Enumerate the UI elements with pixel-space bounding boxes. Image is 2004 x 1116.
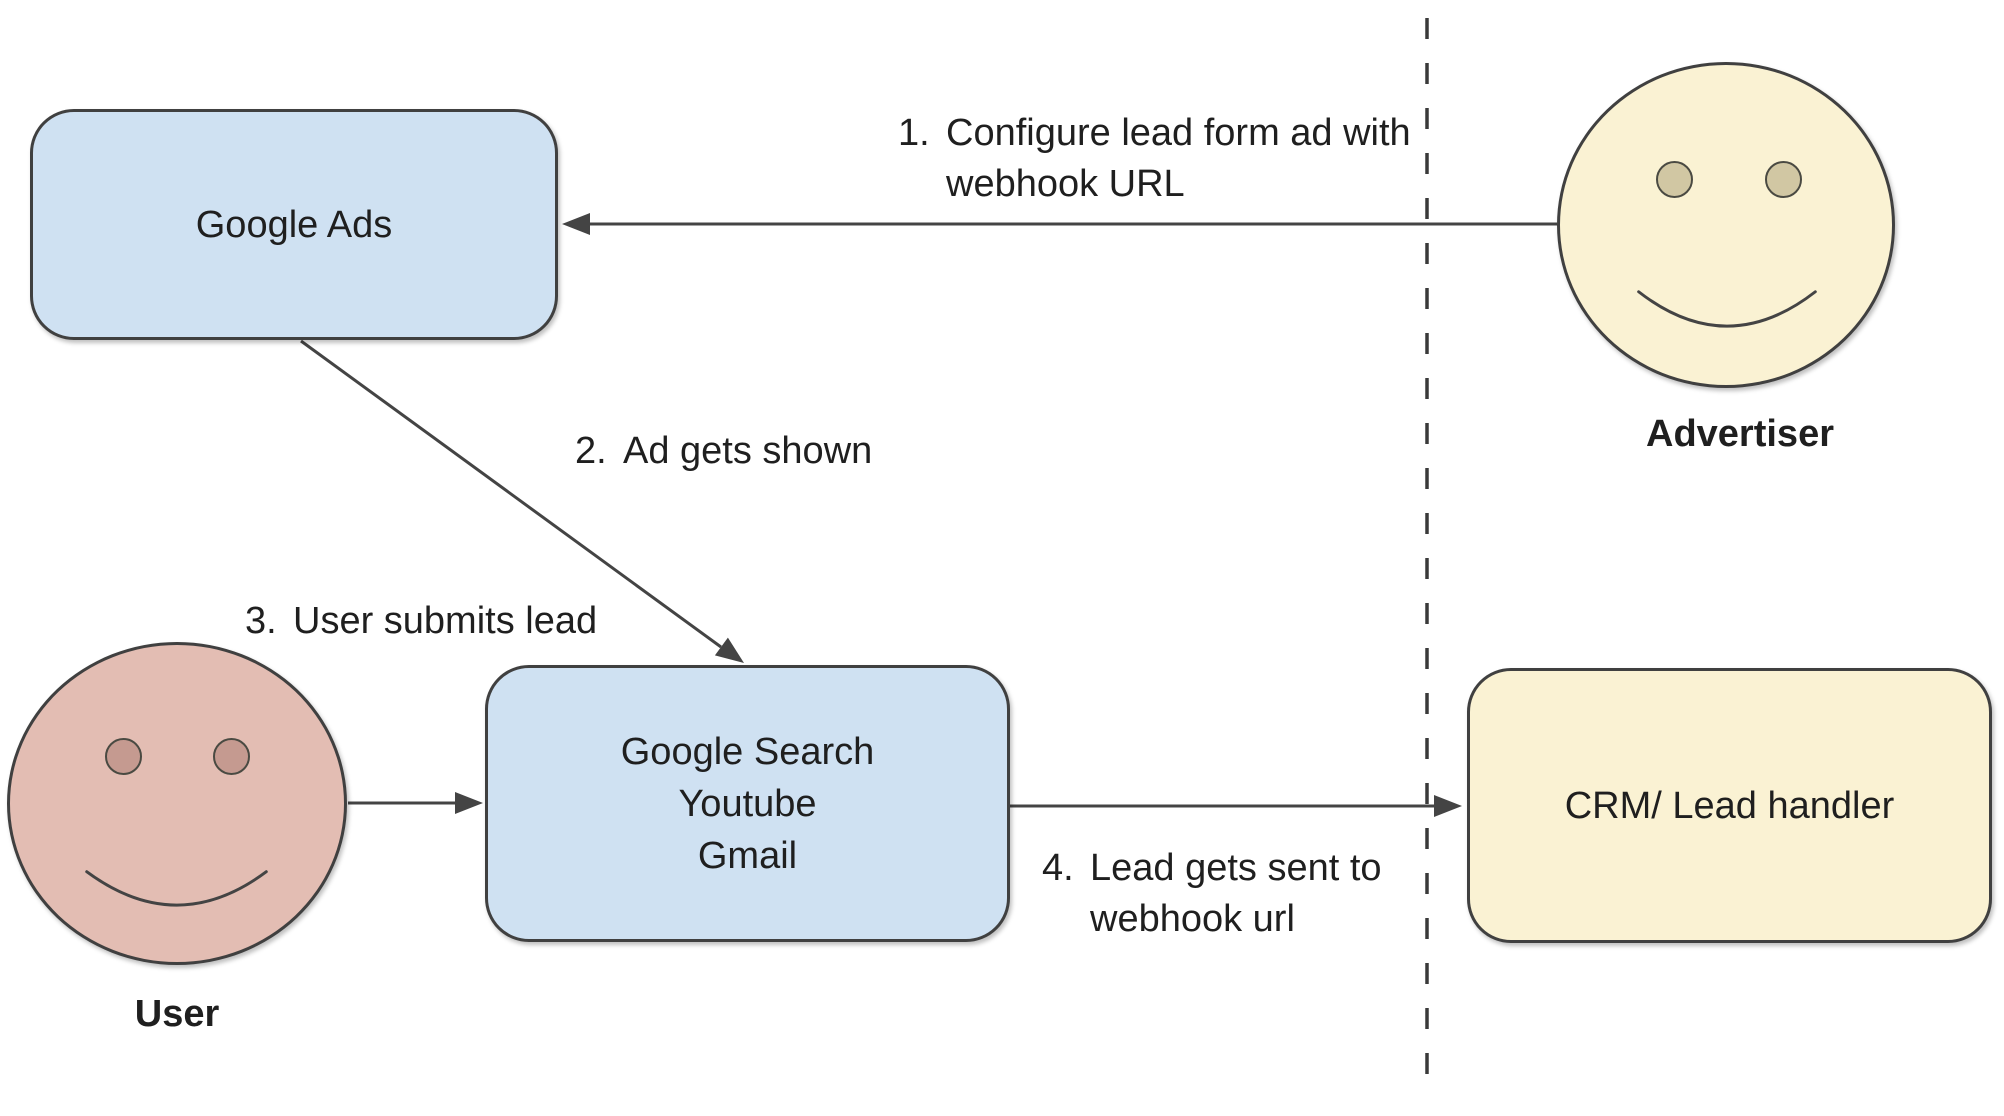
- user-face-icon: [7, 642, 347, 965]
- advertiser-left-eye-icon: [1656, 161, 1693, 198]
- step-3-number: 3.: [245, 600, 277, 642]
- step-2-label: 2. Ad gets shown: [575, 426, 872, 477]
- user-right-eye-icon: [213, 738, 250, 775]
- step-3-label: 3. User submits lead: [245, 596, 597, 647]
- node-google-surfaces-label: Google Search Youtube Gmail: [621, 726, 875, 882]
- arrow-2-head: [714, 637, 744, 663]
- user-label: User: [134, 993, 220, 1035]
- advertiser-face-icon: [1557, 62, 1895, 388]
- node-google-ads-label: Google Ads: [195, 203, 393, 246]
- node-google-surfaces: Google Search Youtube Gmail: [485, 665, 1010, 942]
- surfaces-line-3: Gmail: [697, 834, 798, 877]
- arrow-1-head: [562, 213, 590, 235]
- step-2-number: 2.: [575, 430, 607, 472]
- step-2-text: Ad gets shown: [623, 430, 873, 472]
- node-google-ads: Google Ads: [30, 109, 558, 340]
- surfaces-line-1: Google Search: [620, 730, 875, 773]
- step-1-label: 1. Configure lead form ad with webhook U…: [898, 108, 1411, 210]
- step-4-number: 4.: [1042, 847, 1074, 889]
- node-crm-label: CRM/ Lead handler: [1564, 784, 1895, 827]
- surfaces-line-2: Youtube: [678, 782, 817, 825]
- step-1-number: 1.: [898, 112, 930, 154]
- node-crm-lead-handler: CRM/ Lead handler: [1467, 668, 1992, 943]
- arrow-4-head: [1434, 795, 1462, 817]
- user-smile-icon: [85, 870, 268, 907]
- arrow-2-line: [300, 339, 722, 649]
- step-4-text: Lead gets sent to webhook url: [1090, 847, 1382, 940]
- arrow-3-head: [455, 792, 483, 814]
- step-3-text: User submits lead: [293, 600, 598, 642]
- user-left-eye-icon: [105, 738, 142, 775]
- step-4-label: 4. Lead gets sent to webhook url: [1042, 843, 1382, 945]
- step-1-text: Configure lead form ad with webhook URL: [946, 112, 1411, 205]
- advertiser-label: Advertiser: [1646, 413, 1834, 455]
- advertiser-smile-icon: [1637, 290, 1817, 328]
- advertiser-right-eye-icon: [1765, 161, 1802, 198]
